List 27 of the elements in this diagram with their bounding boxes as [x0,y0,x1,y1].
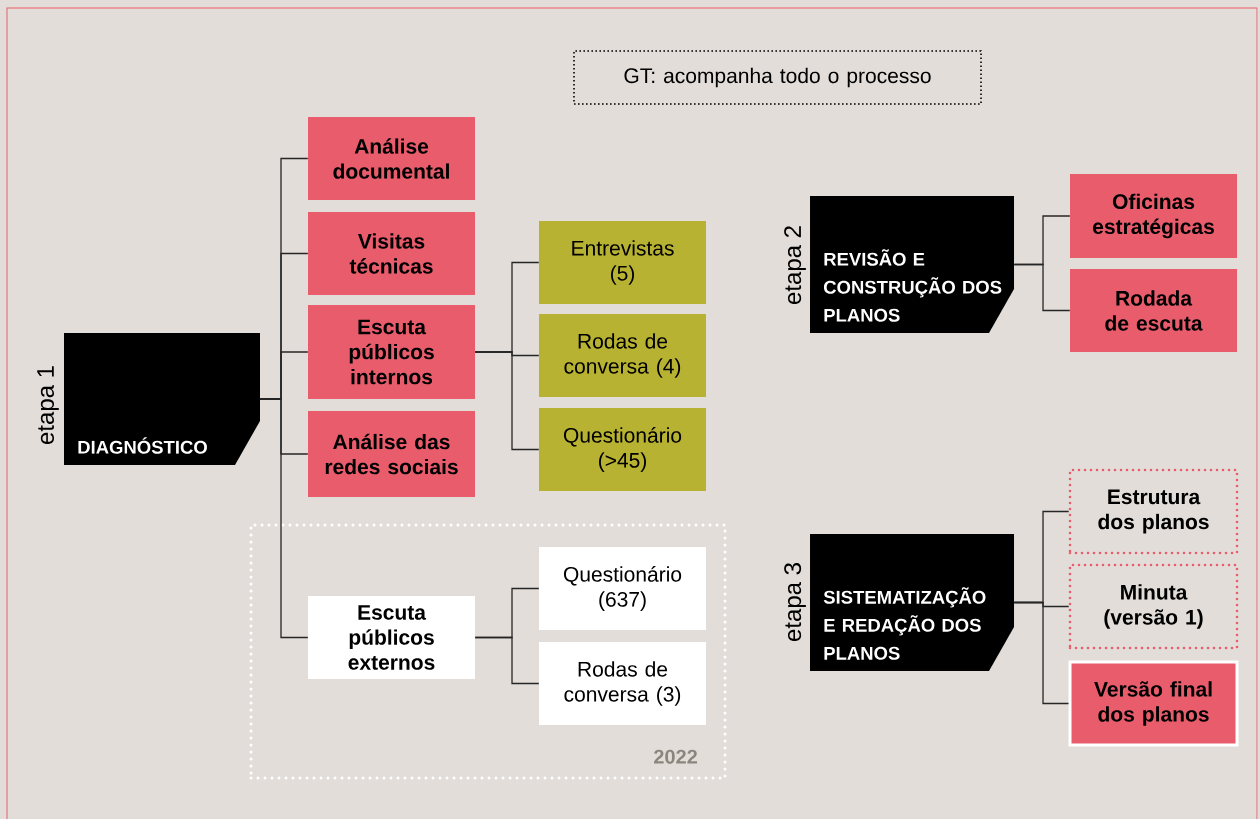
activity-box: Estrutura dos planos [1068,468,1239,555]
activity-box: Visitas técnicas [308,212,475,295]
note-box: GT: acompanha todo o processo [573,50,982,105]
stage-label: etapa 2 [784,226,806,304]
activity-box: Rodada de escuta [1070,269,1237,352]
stage-box: DIAGNÓSTICO [64,333,260,465]
activity-box: Entrevistas (5) [539,221,706,304]
connector [1013,263,1071,312]
activity-box: Análise documental [308,117,475,200]
activity-box: Escuta públicos externos [308,596,475,679]
connector [474,636,540,685]
activity-box: Análise das redes sociais [308,411,475,497]
activity-box: Questionário (637) [539,547,706,630]
stage-label: etapa 1 [37,366,59,444]
activity-box: Oficinas estratégicas [1070,174,1237,258]
activity-box: Versão final dos planos [1068,660,1239,747]
stage-box: REVISÃO E CONSTRUÇÃO DOS PLANOS [810,196,1014,333]
activity-box: Rodas de conversa (3) [539,642,706,725]
connector [1013,601,1070,705]
stage-box: SISTEMATIZAÇÃO E REDAÇÃO DOS PLANOS [810,534,1014,671]
connector [474,351,540,451]
stage-label: etapa 3 [784,563,806,642]
activity-box: Minuta (versão 1) [1068,563,1239,650]
activity-box: Questionário (>45) [539,408,706,491]
activity-box: Escuta públicos internos [308,305,475,399]
activity-box: Rodas de conversa (4) [539,314,706,397]
connector [259,398,309,639]
